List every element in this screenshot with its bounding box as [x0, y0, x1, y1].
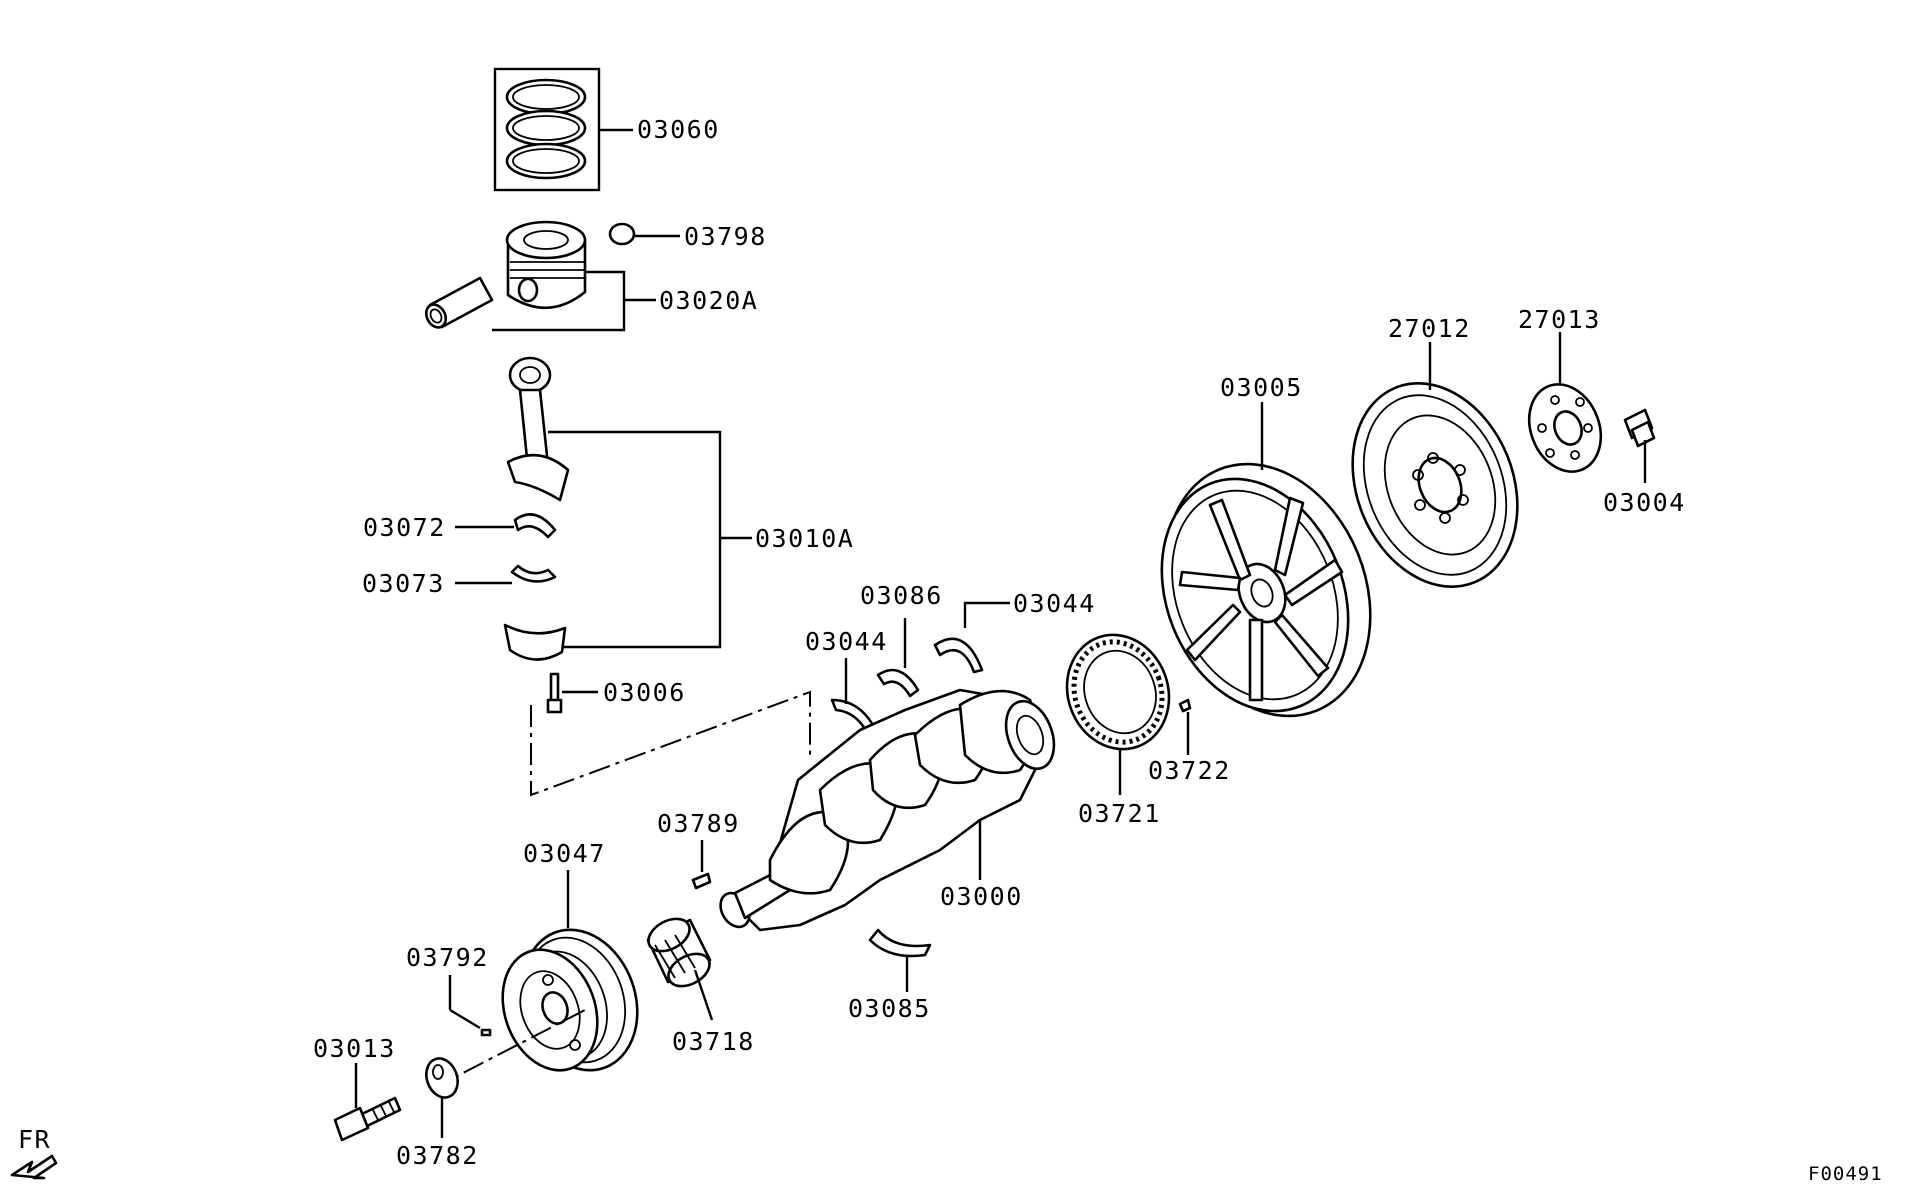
- label-03792: 03792: [406, 943, 489, 972]
- rod-cap[interactable]: [503, 623, 567, 661]
- label-03013: 03013: [313, 1034, 396, 1063]
- label-03000: 03000: [940, 882, 1023, 911]
- adapter-plate[interactable]: [1517, 374, 1614, 483]
- main-bearing-lower[interactable]: [868, 928, 932, 958]
- label-03044-a: 03044: [805, 627, 888, 656]
- label-03721: 03721: [1078, 799, 1161, 828]
- crank-pulley[interactable]: [487, 914, 657, 1087]
- crank-key[interactable]: [691, 872, 712, 890]
- label-03798: 03798: [684, 222, 767, 251]
- drive-plate[interactable]: [1323, 358, 1546, 611]
- pulley-pin[interactable]: [480, 1028, 492, 1037]
- crank-signal-plate[interactable]: [1051, 620, 1185, 763]
- label-03086: 03086: [860, 581, 943, 610]
- label-03073: 03073: [362, 569, 445, 598]
- piston[interactable]: [505, 220, 587, 310]
- snap-ring[interactable]: [608, 222, 636, 246]
- flywheel[interactable]: [1128, 433, 1406, 747]
- label-03060: 03060: [637, 115, 720, 144]
- crankshaft[interactable]: [715, 688, 1063, 932]
- label-03722: 03722: [1148, 756, 1231, 785]
- label-03072: 03072: [363, 513, 446, 542]
- rod-bearing-upper[interactable]: [513, 513, 557, 539]
- label-03789: 03789: [657, 809, 740, 838]
- piston-pin[interactable]: [422, 276, 494, 331]
- pulley-bolt[interactable]: [333, 1096, 402, 1142]
- label-27013: 27013: [1518, 305, 1601, 334]
- piston-rings-group[interactable]: [493, 67, 601, 192]
- connecting-rod[interactable]: [506, 356, 570, 502]
- label-03006: 03006: [603, 678, 686, 707]
- rod-bolt[interactable]: [546, 672, 563, 714]
- main-bearing-upper[interactable]: [876, 668, 920, 698]
- label-03085: 03085: [848, 994, 931, 1023]
- label-03718: 03718: [672, 1027, 755, 1056]
- label-27012: 27012: [1388, 314, 1471, 343]
- label-03004: 03004: [1603, 488, 1686, 517]
- crank-sprocket[interactable]: [643, 912, 715, 992]
- flywheel-dowel-pin[interactable]: [1178, 698, 1192, 713]
- pulley-washer[interactable]: [421, 1054, 463, 1102]
- label-03047: 03047: [523, 839, 606, 868]
- rod-bearing-lower[interactable]: [510, 564, 557, 583]
- orientation-label: FR: [18, 1125, 51, 1154]
- flywheel-bolt[interactable]: [1623, 408, 1656, 448]
- figure-id: F00491: [1808, 1163, 1883, 1185]
- thrust-washer-upper[interactable]: [933, 637, 984, 674]
- front-direction-arrow-icon: [10, 1154, 58, 1180]
- label-03010A: 03010A: [755, 524, 854, 553]
- label-03044-b: 03044: [1013, 589, 1096, 618]
- label-03005: 03005: [1220, 373, 1303, 402]
- label-03782: 03782: [396, 1141, 479, 1170]
- label-03020A: 03020A: [659, 286, 758, 315]
